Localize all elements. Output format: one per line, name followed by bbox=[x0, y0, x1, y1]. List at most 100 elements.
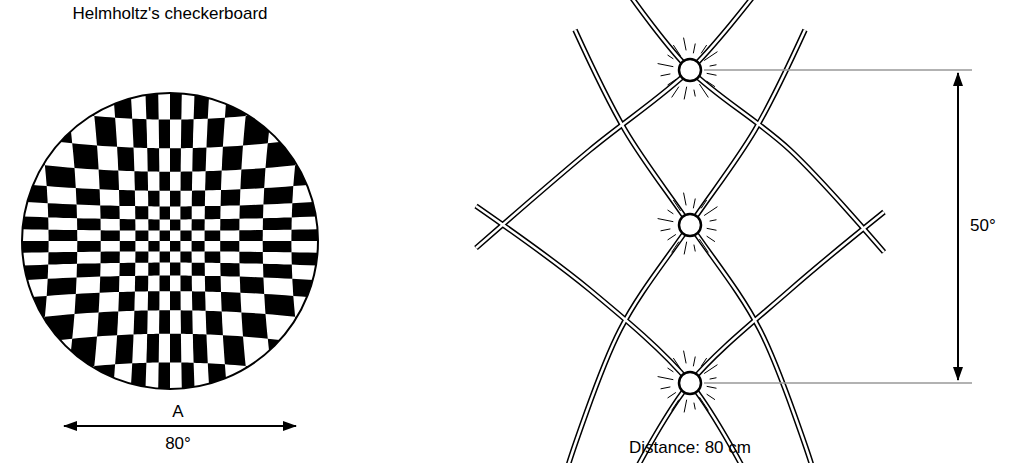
black-square bbox=[286, 0, 339, 32]
light-ray bbox=[707, 236, 715, 242]
black-square bbox=[119, 190, 135, 206]
light-ray bbox=[668, 79, 676, 85]
light-ray bbox=[672, 87, 679, 98]
black-square bbox=[148, 219, 159, 230]
line-inner bbox=[476, 206, 742, 463]
light-ray bbox=[673, 200, 680, 211]
black-square bbox=[117, 147, 134, 171]
black-square bbox=[192, 148, 206, 172]
black-square bbox=[0, 281, 13, 304]
black-square bbox=[101, 252, 120, 264]
black-square bbox=[398, 0, 478, 46]
black-square bbox=[100, 205, 120, 219]
black-square bbox=[45, 165, 76, 188]
black-square bbox=[220, 219, 239, 231]
black-square bbox=[194, 84, 210, 120]
light-ray bbox=[673, 358, 680, 369]
black-square bbox=[292, 201, 328, 217]
light-bulb bbox=[658, 38, 718, 100]
black-square bbox=[256, 445, 298, 463]
black-square bbox=[0, 90, 5, 134]
black-square bbox=[9, 296, 47, 321]
light-ray bbox=[704, 207, 717, 216]
line-inner bbox=[638, 212, 884, 463]
black-square bbox=[158, 362, 170, 397]
black-square bbox=[130, 363, 146, 399]
black-square bbox=[160, 251, 170, 262]
black-square bbox=[148, 263, 159, 276]
black-square bbox=[225, 80, 250, 118]
black-square bbox=[335, 348, 387, 392]
light-ray bbox=[707, 228, 717, 230]
light-ray bbox=[699, 239, 708, 252]
black-square bbox=[181, 172, 193, 191]
dimension-value: 80° bbox=[165, 434, 191, 454]
black-square bbox=[369, 193, 420, 214]
black-square bbox=[303, 374, 351, 422]
black-square bbox=[192, 291, 206, 311]
black-square bbox=[0, 321, 9, 357]
black-square bbox=[246, 366, 277, 406]
black-square bbox=[170, 241, 180, 251]
light-ray bbox=[701, 358, 707, 366]
black-square bbox=[180, 276, 192, 292]
black-square bbox=[48, 252, 77, 265]
black-square bbox=[134, 171, 148, 191]
black-square bbox=[205, 171, 222, 191]
black-square bbox=[192, 241, 205, 251]
black-square bbox=[145, 84, 159, 119]
dimension-leader bbox=[704, 382, 972, 384]
black-square bbox=[0, 155, 11, 184]
black-square bbox=[170, 85, 182, 120]
black-square bbox=[99, 170, 119, 190]
black-square bbox=[250, 32, 286, 80]
black-square bbox=[120, 241, 136, 252]
black-square bbox=[195, 398, 213, 441]
black-square bbox=[135, 231, 148, 241]
line-inner bbox=[575, 30, 812, 463]
light-ray bbox=[661, 74, 671, 76]
black-square bbox=[263, 241, 292, 252]
black-square bbox=[101, 230, 120, 241]
black-square bbox=[205, 231, 221, 242]
black-square bbox=[107, 398, 130, 442]
light-ray bbox=[710, 378, 717, 379]
black-square bbox=[271, 70, 310, 113]
light-ray bbox=[684, 351, 687, 364]
black-square bbox=[368, 227, 418, 241]
figure-title: Helmholtz's checkerboard bbox=[72, 4, 267, 24]
dimension-letter: A bbox=[172, 402, 183, 422]
black-square bbox=[135, 206, 148, 219]
black-square bbox=[148, 241, 159, 251]
light-ray bbox=[710, 65, 717, 66]
black-square bbox=[240, 277, 264, 294]
black-square bbox=[0, 342, 42, 381]
light-ray bbox=[658, 219, 674, 222]
line-outline bbox=[568, 30, 805, 463]
black-square bbox=[326, 241, 368, 254]
black-square bbox=[192, 219, 205, 230]
height-arrow bbox=[957, 73, 959, 380]
light-ray bbox=[701, 200, 707, 208]
black-square bbox=[371, 145, 425, 178]
black-square bbox=[329, 299, 374, 328]
black-square bbox=[206, 311, 223, 335]
dimension-leader bbox=[704, 69, 972, 71]
light-ray bbox=[694, 245, 695, 252]
black-square bbox=[0, 61, 37, 109]
light-ray bbox=[658, 64, 674, 67]
light-ray bbox=[668, 368, 674, 372]
black-square bbox=[170, 219, 180, 230]
black-square bbox=[293, 161, 331, 186]
black-square bbox=[181, 119, 194, 148]
black-square bbox=[386, 392, 455, 457]
disc-ground bbox=[22, 93, 318, 389]
black-square bbox=[341, 46, 399, 101]
black-square bbox=[170, 397, 183, 439]
black-square bbox=[0, 198, 13, 216]
black-square bbox=[77, 218, 101, 230]
black-square bbox=[277, 406, 321, 458]
black-square bbox=[240, 205, 264, 219]
black-square bbox=[97, 311, 118, 336]
